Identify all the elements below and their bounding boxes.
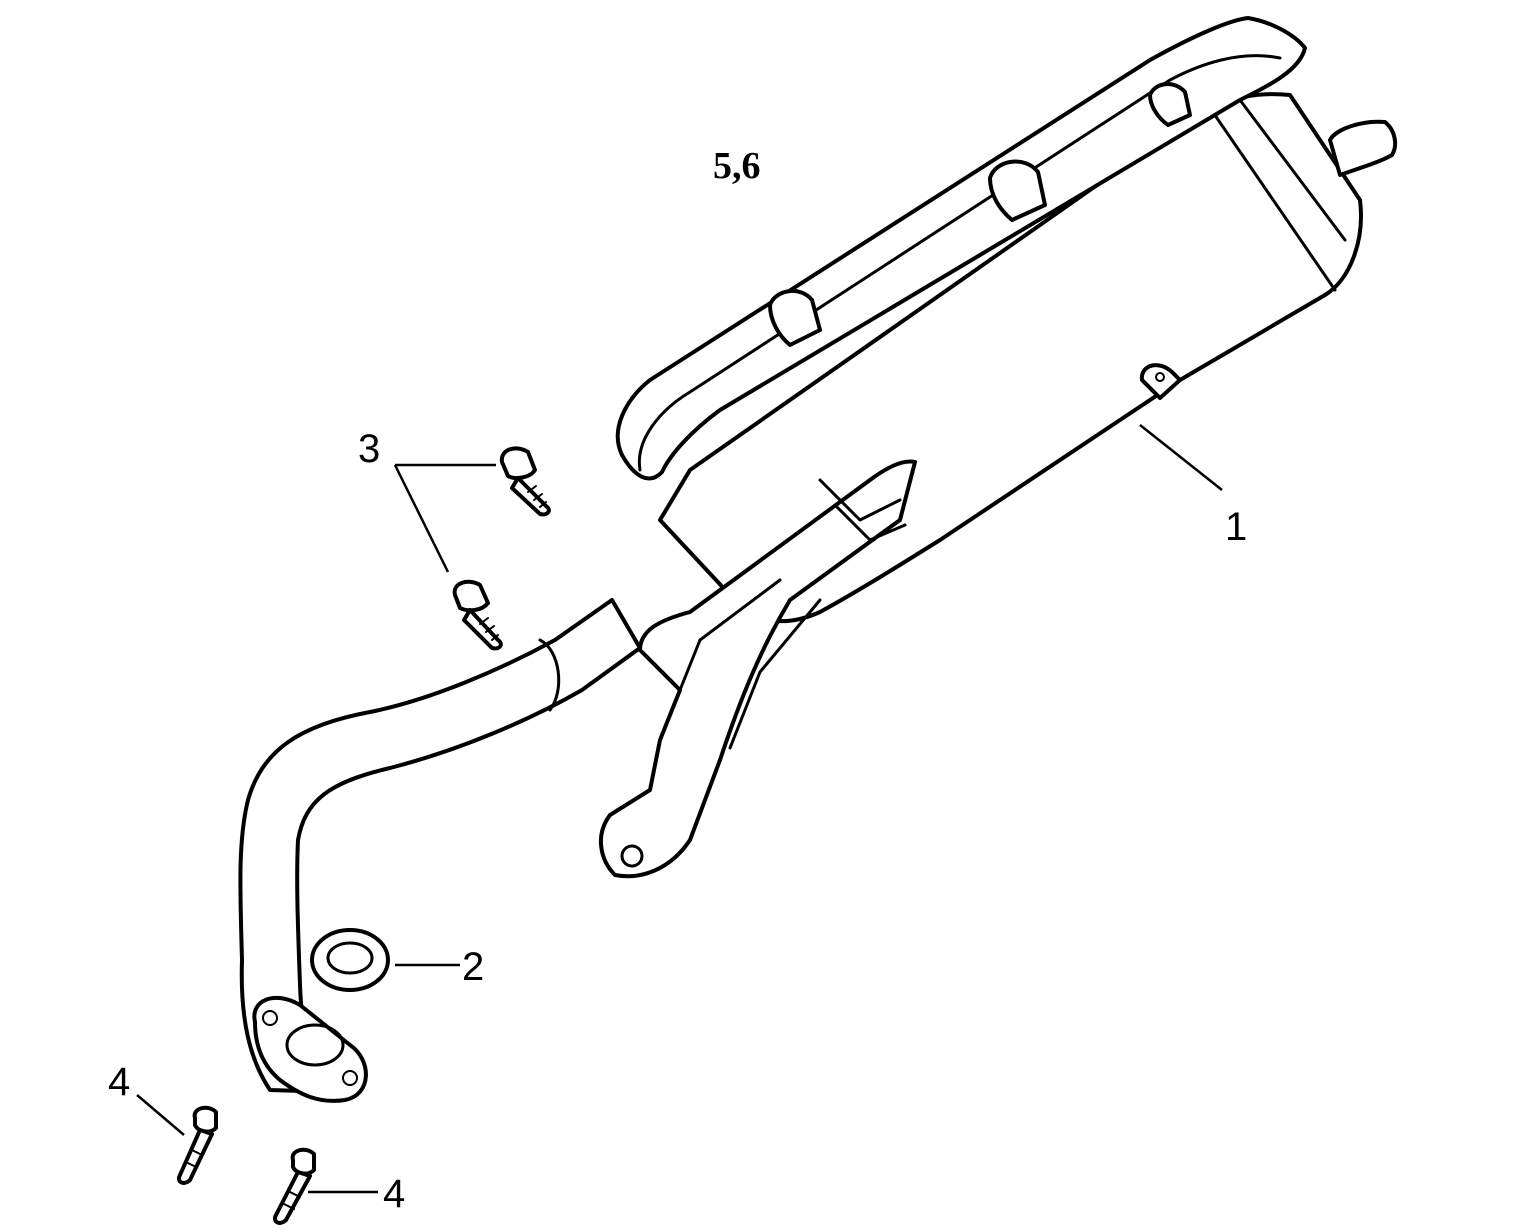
leader-lines [136,424,1223,1194]
bolt-3-upper [499,446,551,517]
leader-3-lower [393,464,450,573]
heat-shield [615,16,1307,481]
gasket [310,928,390,992]
leader-4-left [136,1094,185,1136]
leader-1 [1139,424,1223,491]
bolt-4-left [177,1105,218,1185]
mounting-bracket [598,459,917,879]
callout-3: 3 [358,427,380,471]
bolt-3-lower [452,579,503,651]
callout-5-6: 5,6 [713,145,761,187]
callout-4-right: 4 [383,1172,405,1216]
exhaust-header-pipe [238,598,642,1094]
callout-1: 1 [1225,505,1247,549]
exhaust-flange [252,995,368,1103]
bolt-4-right [273,1147,316,1225]
callout-4-left: 4 [108,1060,130,1104]
callout-2: 2 [462,945,484,989]
